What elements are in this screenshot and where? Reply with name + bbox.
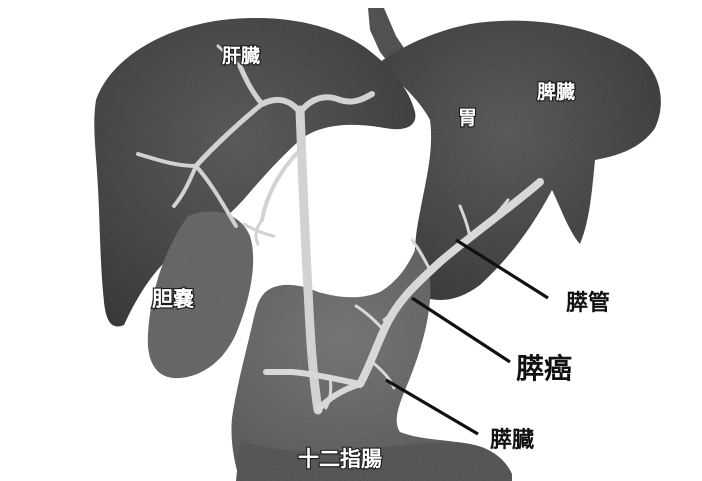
label-pancreas: 膵臓	[490, 428, 534, 453]
label-liver: 肝臓	[222, 45, 260, 67]
label-pancreatic-duct: 膵管	[566, 290, 610, 316]
label-spleen: 脾臓	[536, 80, 575, 103]
label-duodenum: 十二指腸	[298, 447, 382, 471]
label-gallbladder: 胆嚢	[152, 287, 195, 311]
label-pancreatic-cancer: 膵癌	[516, 352, 572, 385]
label-stomach: 胃	[458, 107, 477, 129]
